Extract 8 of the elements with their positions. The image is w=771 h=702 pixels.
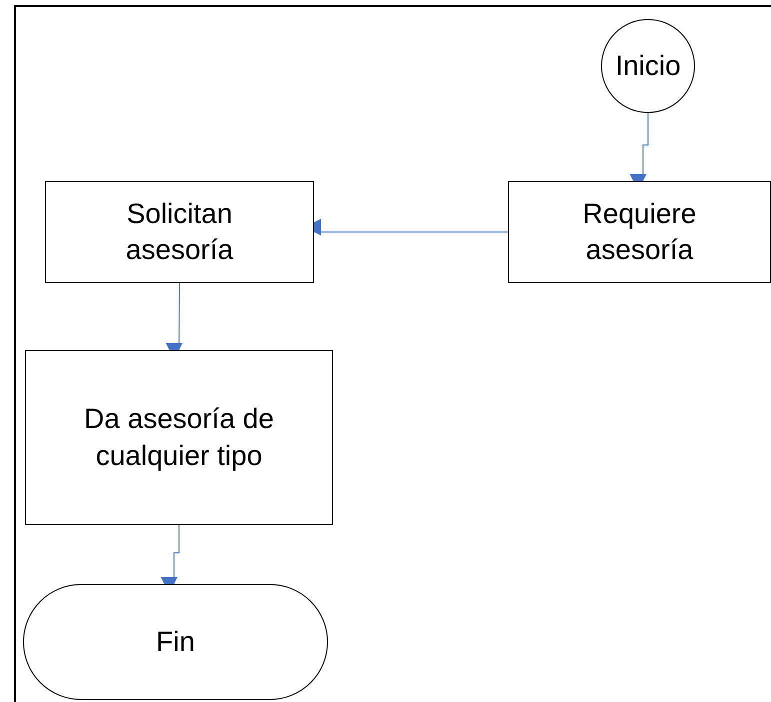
node-label: Inicio [614, 48, 682, 83]
node-label: Solicitan asesoría [124, 196, 234, 267]
process-box [25, 350, 333, 525]
node-label: Requiere asesoría [582, 196, 698, 267]
process-box [508, 181, 771, 283]
node-label: Da asesoría de cualquier tipo [83, 402, 275, 473]
node-label: Fin [155, 624, 196, 659]
process-box [45, 181, 314, 283]
